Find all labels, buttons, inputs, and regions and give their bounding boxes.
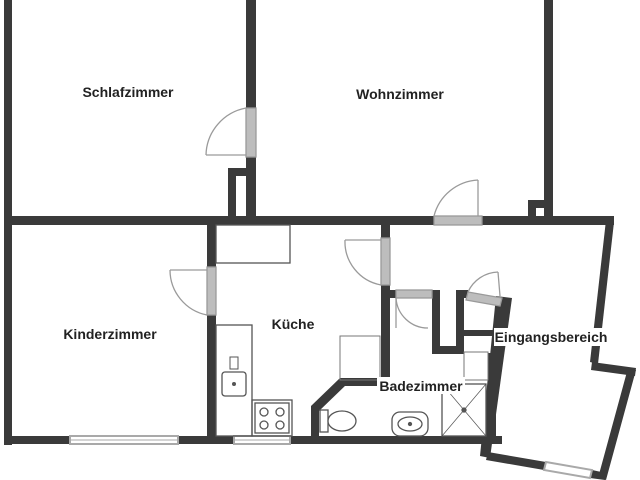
door-kueche xyxy=(344,237,391,286)
bath-fixtures xyxy=(319,351,489,437)
kitchen-counter-left xyxy=(215,324,253,437)
room-label-schlafzimmer: Schlafzimmer xyxy=(82,84,174,100)
room-labels: Schlafzimmer Wohnzimmer Kinderzimmer Küc… xyxy=(63,84,608,394)
room-label-badezimmer: Badezimmer xyxy=(379,378,463,394)
wall-bottom-left-a xyxy=(4,436,70,444)
doors xyxy=(169,107,503,329)
bath-cabinet xyxy=(463,351,489,381)
wall-bad-eingang-vertical xyxy=(432,290,440,353)
room-label-eingangsbereich: Eingangsbereich xyxy=(495,329,608,345)
wall-kueche-bad-upper xyxy=(381,225,390,238)
wall-bad-eingang-vertical2 xyxy=(456,290,464,354)
wall-stub-chimney-top xyxy=(228,168,256,176)
wall-stub-right xyxy=(528,200,536,221)
wall-wohnzimmer-right xyxy=(544,0,553,221)
wall-schlafzimmer-wohnzimmer-lower xyxy=(246,157,256,221)
toilet-icon xyxy=(319,409,357,433)
door-eingang xyxy=(465,271,503,307)
room-label-kueche: Küche xyxy=(272,316,315,332)
wall-horizontal-left xyxy=(4,216,434,225)
wall-bad-eingang-top2 xyxy=(456,290,468,298)
kitchen-fixtures xyxy=(215,224,381,437)
wall-bad-left xyxy=(311,406,319,440)
wall-eingang-right-lower xyxy=(598,368,636,480)
wall-bad-eingang-bottom xyxy=(432,346,464,354)
walls xyxy=(4,0,636,480)
wall-eingang-bottom xyxy=(486,452,546,470)
wall-eingang-notch xyxy=(591,362,636,376)
door-wohnzimmer-flur xyxy=(433,179,483,226)
kitchen-counter-top xyxy=(215,224,291,264)
wall-bad-top xyxy=(340,378,385,386)
wall-kinderzimmer-kueche-lower xyxy=(207,315,216,438)
door-schlafzimmer-wohnzimmer xyxy=(205,107,257,158)
door-badezimmer xyxy=(395,289,433,329)
stove-icon xyxy=(254,402,290,434)
wall-stub-chimney-left xyxy=(228,168,236,221)
wall-closet-top xyxy=(464,330,496,336)
room-label-wohnzimmer: Wohnzimmer xyxy=(356,86,444,102)
kitchen-counter-bottom xyxy=(251,399,293,437)
wall-schlafzimmer-wohnzimmer-upper xyxy=(246,0,256,108)
window-eingang xyxy=(542,460,594,480)
wall-kinderzimmer-kueche-upper xyxy=(207,225,216,267)
wall-bottom-middle xyxy=(290,436,502,444)
washbasin-icon xyxy=(391,411,429,437)
kitchen-appliance xyxy=(339,335,381,381)
sink-icon xyxy=(221,356,247,397)
wall-bottom-left-b xyxy=(178,436,234,444)
wall-horizontal-right xyxy=(482,216,614,225)
wall-stub-right-top xyxy=(528,200,548,208)
door-kinderzimmer xyxy=(169,266,217,316)
room-label-kinderzimmer: Kinderzimmer xyxy=(63,326,157,342)
wall-kueche-bad-lower xyxy=(381,285,390,385)
wall-bad-diagonal xyxy=(311,378,347,412)
